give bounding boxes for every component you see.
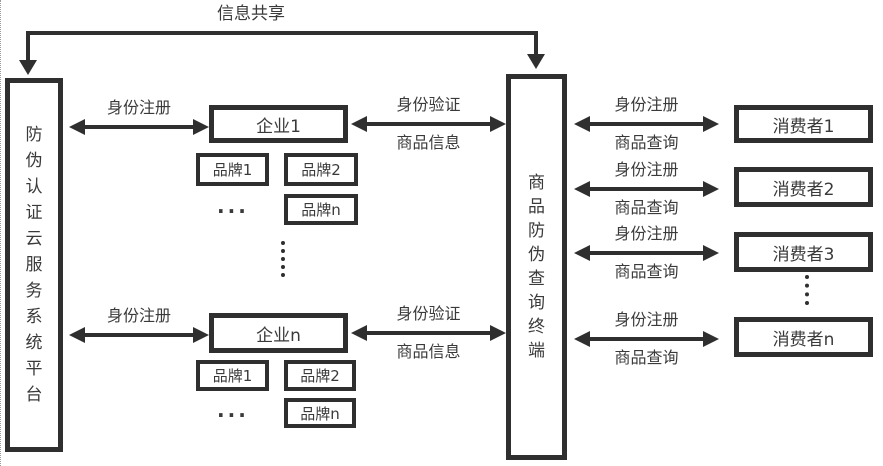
platform-box: 防伪认证云服务系统平台 xyxy=(5,78,63,452)
arrow-label: 身份注册 xyxy=(614,224,679,243)
consumern-box: 消费者n xyxy=(734,317,873,357)
brand-box: 品牌n xyxy=(284,398,356,428)
query-arrow-consumern: 身份注册 商品查询 xyxy=(574,310,719,368)
brand-box: 品牌1 xyxy=(196,360,269,391)
bidirectional-arrow xyxy=(69,326,209,344)
brand-box: 品牌1 xyxy=(196,153,269,186)
info-share-line-horizontal xyxy=(26,31,538,35)
consumer2-box: 消费者2 xyxy=(734,167,873,207)
arrow-label: 商品查询 xyxy=(614,133,679,152)
brand-ellipsis: ... xyxy=(217,398,249,422)
arrow-shaft xyxy=(85,125,193,129)
arrowhead-right-icon xyxy=(703,181,719,197)
platform-label: 防伪认证云服务系统平台 xyxy=(25,125,43,405)
enterprise1-label: 企业1 xyxy=(256,116,301,137)
bidirectional-arrow xyxy=(351,115,506,133)
arrowhead-left-icon xyxy=(351,325,367,341)
arrow-label: 身份注册 xyxy=(614,160,679,179)
brand-box: 品牌2 xyxy=(284,360,356,391)
bidirectional-arrow xyxy=(69,118,209,136)
arrow-label: 身份注册 xyxy=(614,310,679,329)
verification-arrow-enterprisen: 身份验证 商品信息 xyxy=(351,304,506,362)
terminal-label: 商品防伪查询终端 xyxy=(528,173,545,361)
bidirectional-arrow xyxy=(574,244,719,262)
arrow-shaft xyxy=(590,122,703,126)
down-arrowhead-terminal xyxy=(527,54,545,69)
info-share-line-left-drop xyxy=(26,31,30,61)
arrowhead-left-icon xyxy=(69,119,85,135)
arrow-shaft xyxy=(367,331,490,335)
arrowhead-left-icon xyxy=(574,245,590,261)
arrowhead-left-icon xyxy=(574,116,590,132)
brand-box: 品牌n xyxy=(284,194,358,225)
brand-label: 品牌2 xyxy=(301,161,341,179)
query-arrow-consumer1: 身份注册 商品查询 xyxy=(574,95,719,153)
enterprise1-box: 企业1 xyxy=(209,105,348,143)
bidirectional-arrow xyxy=(574,180,719,198)
arrowhead-right-icon xyxy=(490,116,506,132)
down-arrowhead-platform xyxy=(19,60,37,75)
brand-box: 品牌2 xyxy=(284,153,358,186)
arrow-label: 商品信息 xyxy=(396,133,461,152)
enterprisen-label: 企业n xyxy=(256,325,301,346)
arrowhead-right-icon xyxy=(490,325,506,341)
consumer3-label: 消费者3 xyxy=(772,244,835,265)
arrow-label: 身份注册 xyxy=(106,98,171,117)
arrow-label: 商品信息 xyxy=(396,342,461,361)
enterprisen-box: 企业n xyxy=(209,313,348,353)
registration-arrow-enterprise1: 身份注册 xyxy=(69,98,209,136)
arrow-label: 身份注册 xyxy=(614,95,679,114)
terminal-box: 商品防伪查询终端 xyxy=(506,74,567,460)
vertical-ellipsis-consumers xyxy=(805,275,809,305)
brand-label: 品牌n xyxy=(301,201,341,219)
arrowhead-left-icon xyxy=(69,327,85,343)
bidirectional-arrow xyxy=(351,324,506,342)
arrowhead-left-icon xyxy=(351,116,367,132)
arrow-shaft xyxy=(85,333,193,337)
info-share-line-right-drop xyxy=(534,31,538,55)
arrowhead-right-icon xyxy=(193,327,209,343)
query-arrow-consumer3: 身份注册 商品查询 xyxy=(574,224,719,282)
arrowhead-right-icon xyxy=(193,119,209,135)
arrowhead-right-icon xyxy=(703,116,719,132)
brand-label: 品牌2 xyxy=(300,367,340,385)
arrow-shaft xyxy=(590,251,703,255)
info-share-label: 信息共享 xyxy=(217,4,285,24)
consumer1-label: 消费者1 xyxy=(772,116,835,137)
query-arrow-consumer2: 身份注册 商品查询 xyxy=(574,160,719,218)
vertical-ellipsis-enterprises xyxy=(281,241,285,277)
bidirectional-arrow xyxy=(574,330,719,348)
arrow-label: 身份验证 xyxy=(396,95,461,114)
verification-arrow-enterprise1: 身份验证 商品信息 xyxy=(351,95,506,153)
arrow-label: 身份注册 xyxy=(106,306,171,325)
brand-ellipsis: ... xyxy=(217,194,249,218)
arrowhead-right-icon xyxy=(703,331,719,347)
arrow-shaft xyxy=(590,187,703,191)
arrow-shaft xyxy=(367,122,490,126)
arrowhead-right-icon xyxy=(703,245,719,261)
consumern-label: 消费者n xyxy=(772,329,835,350)
bidirectional-arrow xyxy=(574,115,719,133)
arrow-label: 商品查询 xyxy=(614,198,679,217)
arrow-label: 身份验证 xyxy=(396,304,461,323)
brand-label: 品牌1 xyxy=(212,367,253,385)
brand-label: 品牌1 xyxy=(212,161,253,179)
registration-arrow-enterprisen: 身份注册 xyxy=(69,306,209,344)
consumer1-box: 消费者1 xyxy=(734,105,873,143)
arrow-label: 商品查询 xyxy=(614,262,679,281)
arrowhead-left-icon xyxy=(574,181,590,197)
consumer2-label: 消费者2 xyxy=(772,179,835,200)
arrow-shaft xyxy=(590,337,703,341)
brand-label: 品牌n xyxy=(300,404,340,423)
consumer3-box: 消费者3 xyxy=(734,232,873,272)
arrowhead-left-icon xyxy=(574,331,590,347)
arrow-label: 商品查询 xyxy=(614,348,679,367)
